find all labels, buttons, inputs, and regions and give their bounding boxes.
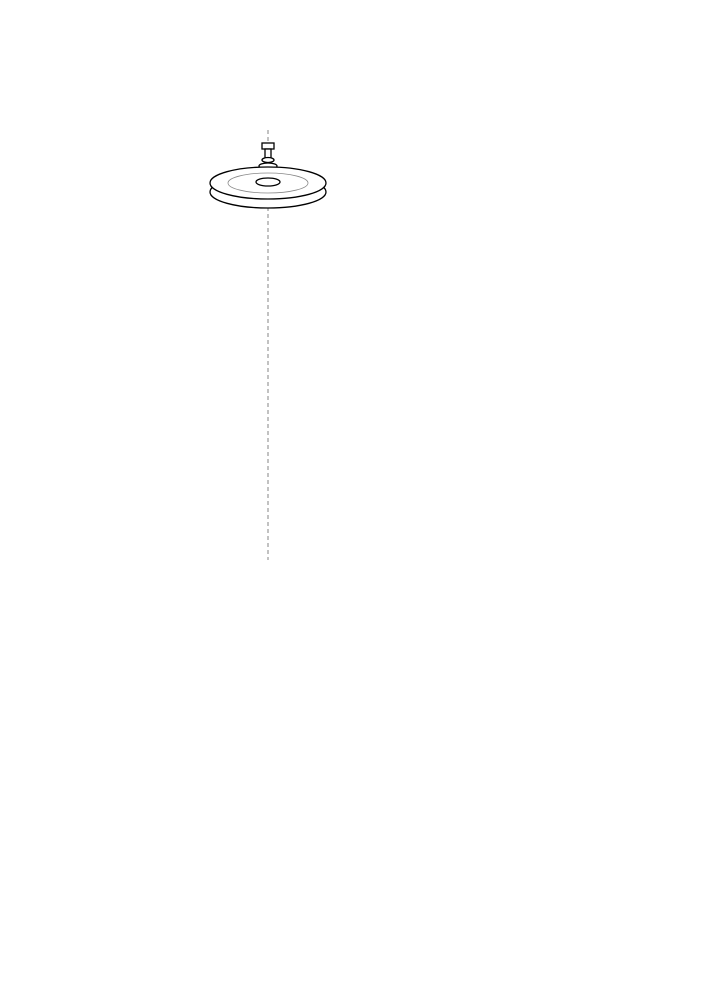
pulley-bolt bbox=[258, 142, 278, 170]
pulley bbox=[209, 166, 327, 209]
